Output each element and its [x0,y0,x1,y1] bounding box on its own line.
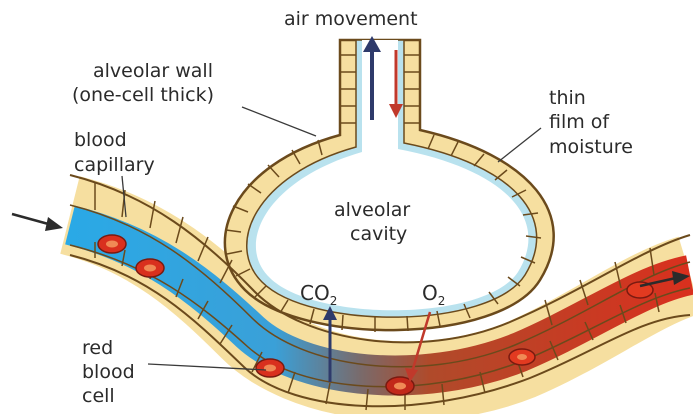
moisture-leader [498,128,541,162]
capillary-label-line1: blood [74,129,127,151]
alveolar-wall-label-line2: (one-cell thick) [72,84,214,106]
rbc-label-line2: blood [82,361,135,383]
blood-in-arrow [12,214,52,225]
rbc-label-line1: red [82,337,113,359]
moisture-label-line3: moisture [549,136,633,158]
air-movement-label: air movement [284,8,418,30]
capillary-label-line2: capillary [74,154,155,176]
cavity-label-line2: cavity [350,223,407,245]
moisture-label-line2: film of [549,111,610,133]
alveolar-wall-leader [242,107,316,136]
alveolar-wall-label-line1: alveolar wall [93,60,213,82]
blood-in-arrowhead [45,217,63,231]
cavity-label-line1: alveolar [334,199,410,221]
moisture-label-line1: thin [549,87,586,109]
rbc-label-line3: cell [82,385,115,407]
